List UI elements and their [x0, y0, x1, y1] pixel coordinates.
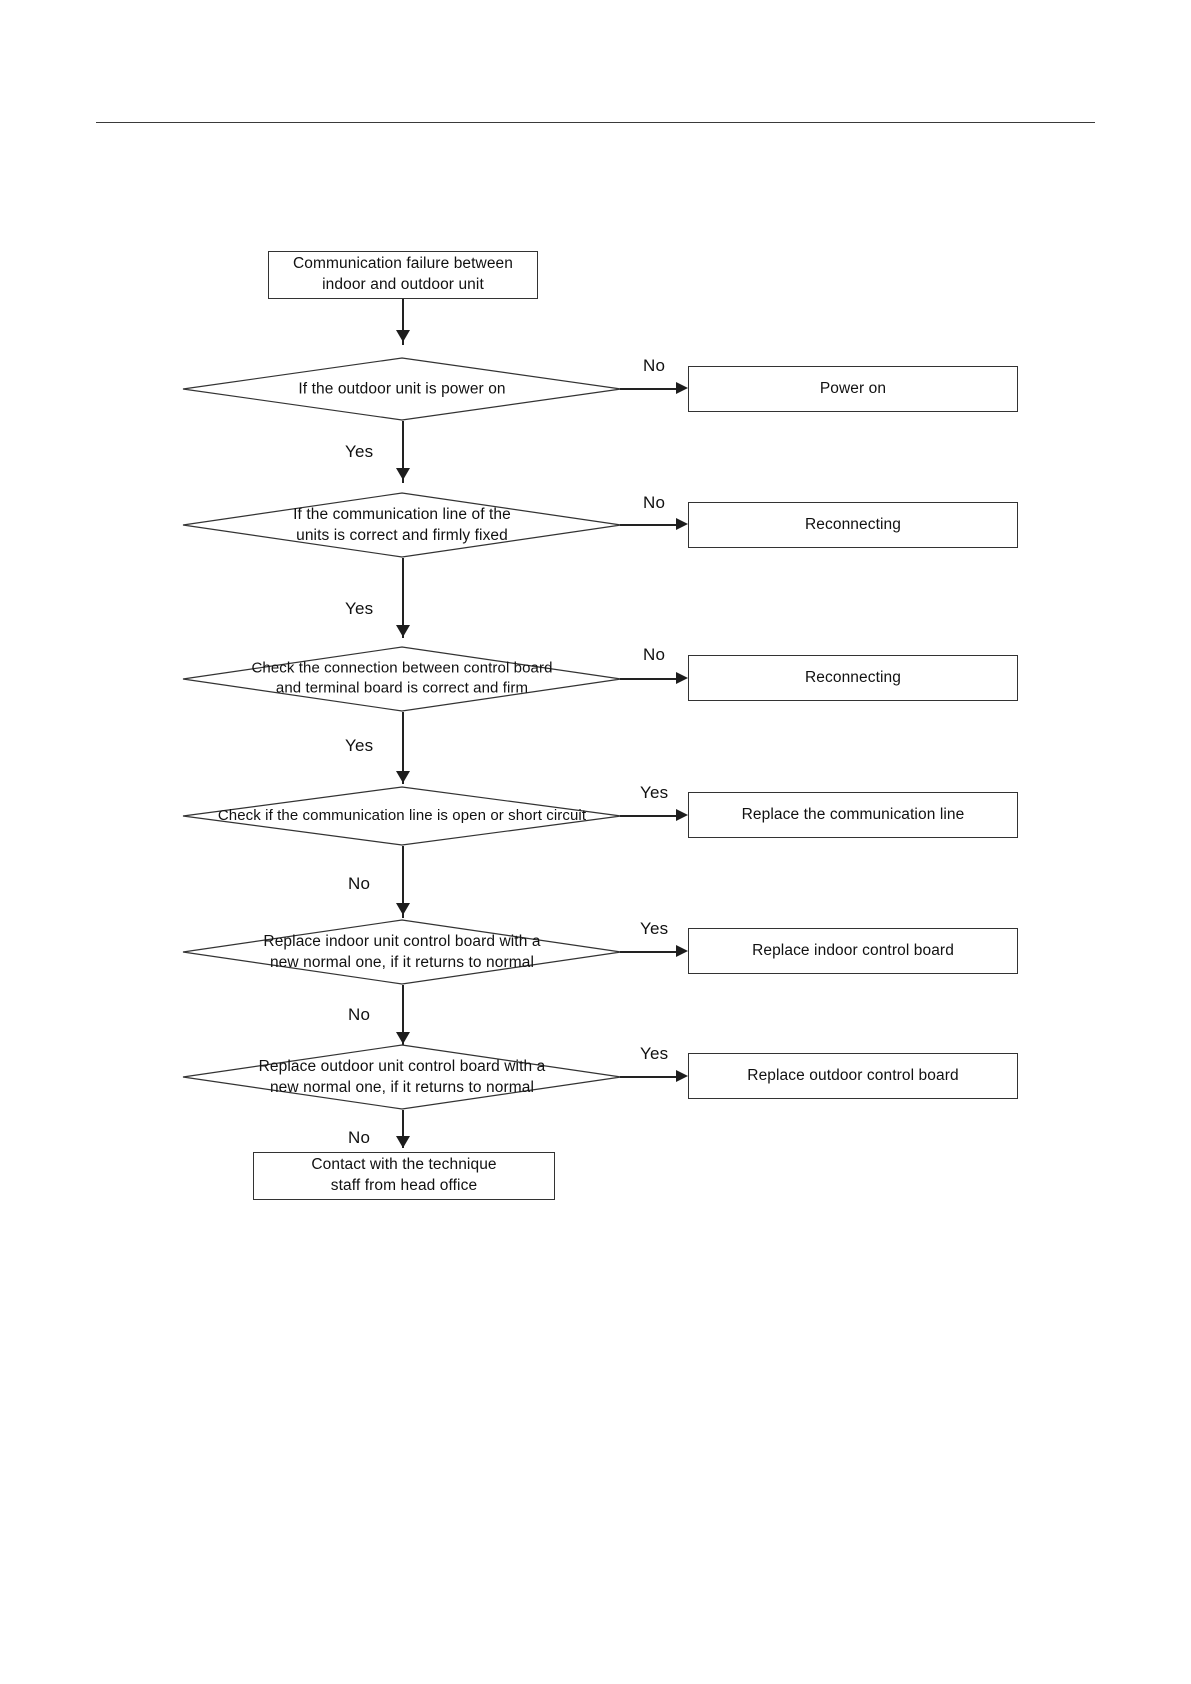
diamond-shape-2	[182, 492, 622, 558]
edge-d5-no	[402, 985, 404, 1045]
edge-start-to-d1	[402, 299, 404, 345]
decision-communication-line-fixed: If the communication line of the units i…	[182, 492, 622, 558]
diamond-shape-6	[182, 1044, 622, 1110]
edge-label-d6-yes: Yes	[640, 1044, 669, 1063]
arrowhead-d1-no	[676, 382, 688, 394]
edge-d1-yes	[402, 421, 404, 483]
arrowhead-d1-yes	[396, 468, 410, 480]
arrowhead-d5-yes	[676, 945, 688, 957]
edge-label-d3-yes: Yes	[345, 736, 374, 755]
arrowhead-d2-yes	[396, 625, 410, 637]
action-replace-outdoor-control-board-label: Replace outdoor control board	[747, 1066, 959, 1084]
action-replace-outdoor-control-board: Replace outdoor control board	[688, 1053, 1018, 1099]
action-replace-communication-line: Replace the communication line	[688, 792, 1018, 838]
action-reconnecting-board-label: Reconnecting	[805, 668, 901, 686]
start-node: Communication failure between indoor and…	[268, 251, 538, 299]
action-reconnecting-board: Reconnecting	[688, 655, 1018, 701]
arrowhead-start-to-d1	[396, 330, 410, 342]
diamond-shape-1	[182, 357, 622, 421]
edge-d6-yes	[620, 1076, 682, 1078]
arrowhead-d4-no	[396, 903, 410, 915]
edge-d6-no	[402, 1110, 404, 1148]
arrowhead-d5-no	[396, 1032, 410, 1044]
action-reconnecting-line: Reconnecting	[688, 502, 1018, 548]
decision-line-open-short: Check if the communication line is open …	[182, 786, 622, 846]
action-power-on-label: Power on	[819, 379, 887, 397]
start-node-label: Communication failure between indoor and…	[292, 255, 513, 293]
arrowhead-d3-no	[676, 672, 688, 684]
action-reconnecting-line-label: Reconnecting	[805, 515, 901, 533]
arrowhead-d6-no	[396, 1136, 410, 1148]
edge-label-d5-no: No	[348, 1005, 371, 1024]
edge-label-d3-no: No	[643, 645, 666, 664]
end-node: Contact with the technique staff from he…	[253, 1152, 555, 1200]
arrowhead-d4-yes	[676, 809, 688, 821]
edge-label-d1-no: No	[643, 356, 666, 375]
decision-outdoor-power-on: If the outdoor unit is power on	[182, 357, 622, 421]
diamond-shape-4	[182, 786, 622, 846]
diamond-shape-5	[182, 919, 622, 985]
edge-label-d4-yes: Yes	[640, 783, 669, 802]
edge-d1-no	[620, 388, 682, 390]
edge-label-d6-no: No	[348, 1128, 371, 1147]
edge-label-d2-no: No	[643, 493, 666, 512]
edge-d3-no	[620, 678, 682, 680]
edge-label-d2-yes: Yes	[345, 599, 374, 618]
end-node-label: Contact with the technique staff from he…	[311, 1156, 497, 1194]
action-replace-communication-line-label: Replace the communication line	[741, 805, 965, 823]
edge-d2-yes	[402, 558, 404, 638]
arrowhead-d3-yes	[396, 771, 410, 783]
header-divider	[96, 122, 1095, 123]
arrowhead-d6-yes	[676, 1070, 688, 1082]
edge-d4-no	[402, 846, 404, 918]
diamond-shape-3	[182, 646, 622, 712]
arrowhead-d2-no	[676, 518, 688, 530]
action-replace-indoor-control-board-label: Replace indoor control board	[752, 941, 954, 959]
action-replace-indoor-control-board: Replace indoor control board	[688, 928, 1018, 974]
decision-control-terminal-board: Check the connection between control boa…	[182, 646, 622, 712]
edge-label-d5-yes: Yes	[640, 919, 669, 938]
decision-replace-indoor-board-test: Replace indoor unit control board with a…	[182, 919, 622, 985]
edge-d3-yes	[402, 712, 404, 784]
edge-d2-no	[620, 524, 682, 526]
action-power-on: Power on	[688, 366, 1018, 412]
decision-replace-outdoor-board-test: Replace outdoor unit control board with …	[182, 1044, 622, 1110]
edge-d4-yes	[620, 815, 682, 817]
edge-label-d1-yes: Yes	[345, 442, 374, 461]
edge-label-d4-no: No	[348, 874, 371, 893]
edge-d5-yes	[620, 951, 682, 953]
